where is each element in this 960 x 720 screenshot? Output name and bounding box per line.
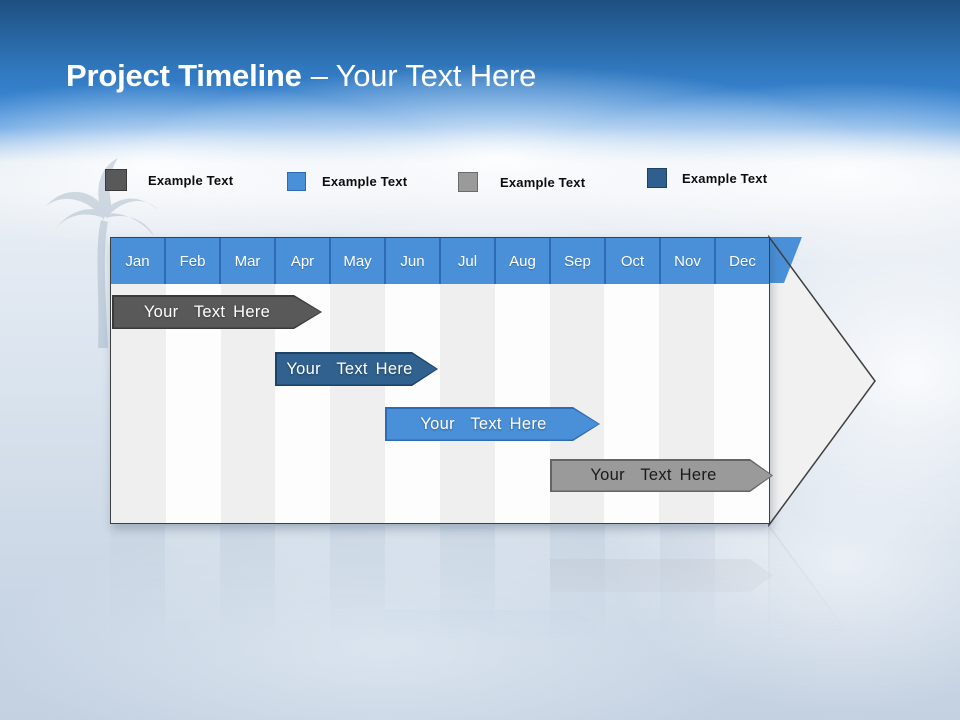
grid-column [385,284,440,523]
grid-column [330,284,386,523]
legend-label: Example Text [148,172,234,188]
month-cell: Mar [219,238,274,284]
table-reflection [0,526,960,661]
timeline-bar: Your Text Here [550,459,773,492]
reflection-arrow-head [768,526,870,661]
month-cell: Oct [604,238,659,284]
timeline-bar: Your Text Here [385,407,600,441]
month-cell: Dec [714,238,769,284]
timeline-bar: Your Text Here [275,352,438,386]
slide-title: Project Timeline– Your Text Here [66,58,536,94]
month-header-row: Jan Feb Mar Apr May Jun Jul Aug Sep Oct … [111,238,769,284]
reflection-bar [385,610,600,644]
legend-swatch-dark-gray [105,169,127,191]
month-cell: Feb [164,238,219,284]
month-cell: May [329,238,384,284]
timeline-bar-label: Your Text Here [420,414,547,433]
legend-item: Example Text [287,172,407,191]
legend-swatch-light-blue [287,172,306,191]
month-cell: Aug [494,238,549,284]
grid-column [494,284,550,523]
legend-label: Example Text [500,174,586,190]
legend-swatch-dark-blue [647,168,667,188]
legend-item: Example Text [647,168,767,188]
timeline-bar-label: Your Text Here [286,359,413,378]
legend-item: Example Text [458,172,585,192]
legend-item: Example Text [105,169,233,191]
month-cell: Apr [274,238,329,284]
legend-label: Example Text [682,170,768,186]
month-cell: Sep [549,238,604,284]
slide-title-light: – Your Text Here [310,58,537,93]
reflection-bar [550,559,773,592]
month-cell: Nov [659,238,714,284]
reflection-stripes [110,526,770,661]
timeline-bar-label: Your Text Here [143,302,271,321]
legend-label: Example Text [322,174,408,189]
slide-title-bold: Project Timeline [66,58,302,93]
grid-column [439,284,495,523]
month-cell: Jan [111,238,164,284]
timeline-bar: Your Text Here [112,295,322,329]
month-cell: Jun [384,238,439,284]
legend-swatch-medium-gray [458,172,478,192]
month-cell: Jul [439,238,494,284]
timeline-bar-label: Your Text Here [590,466,717,484]
timeline-arrow-head [768,235,876,527]
